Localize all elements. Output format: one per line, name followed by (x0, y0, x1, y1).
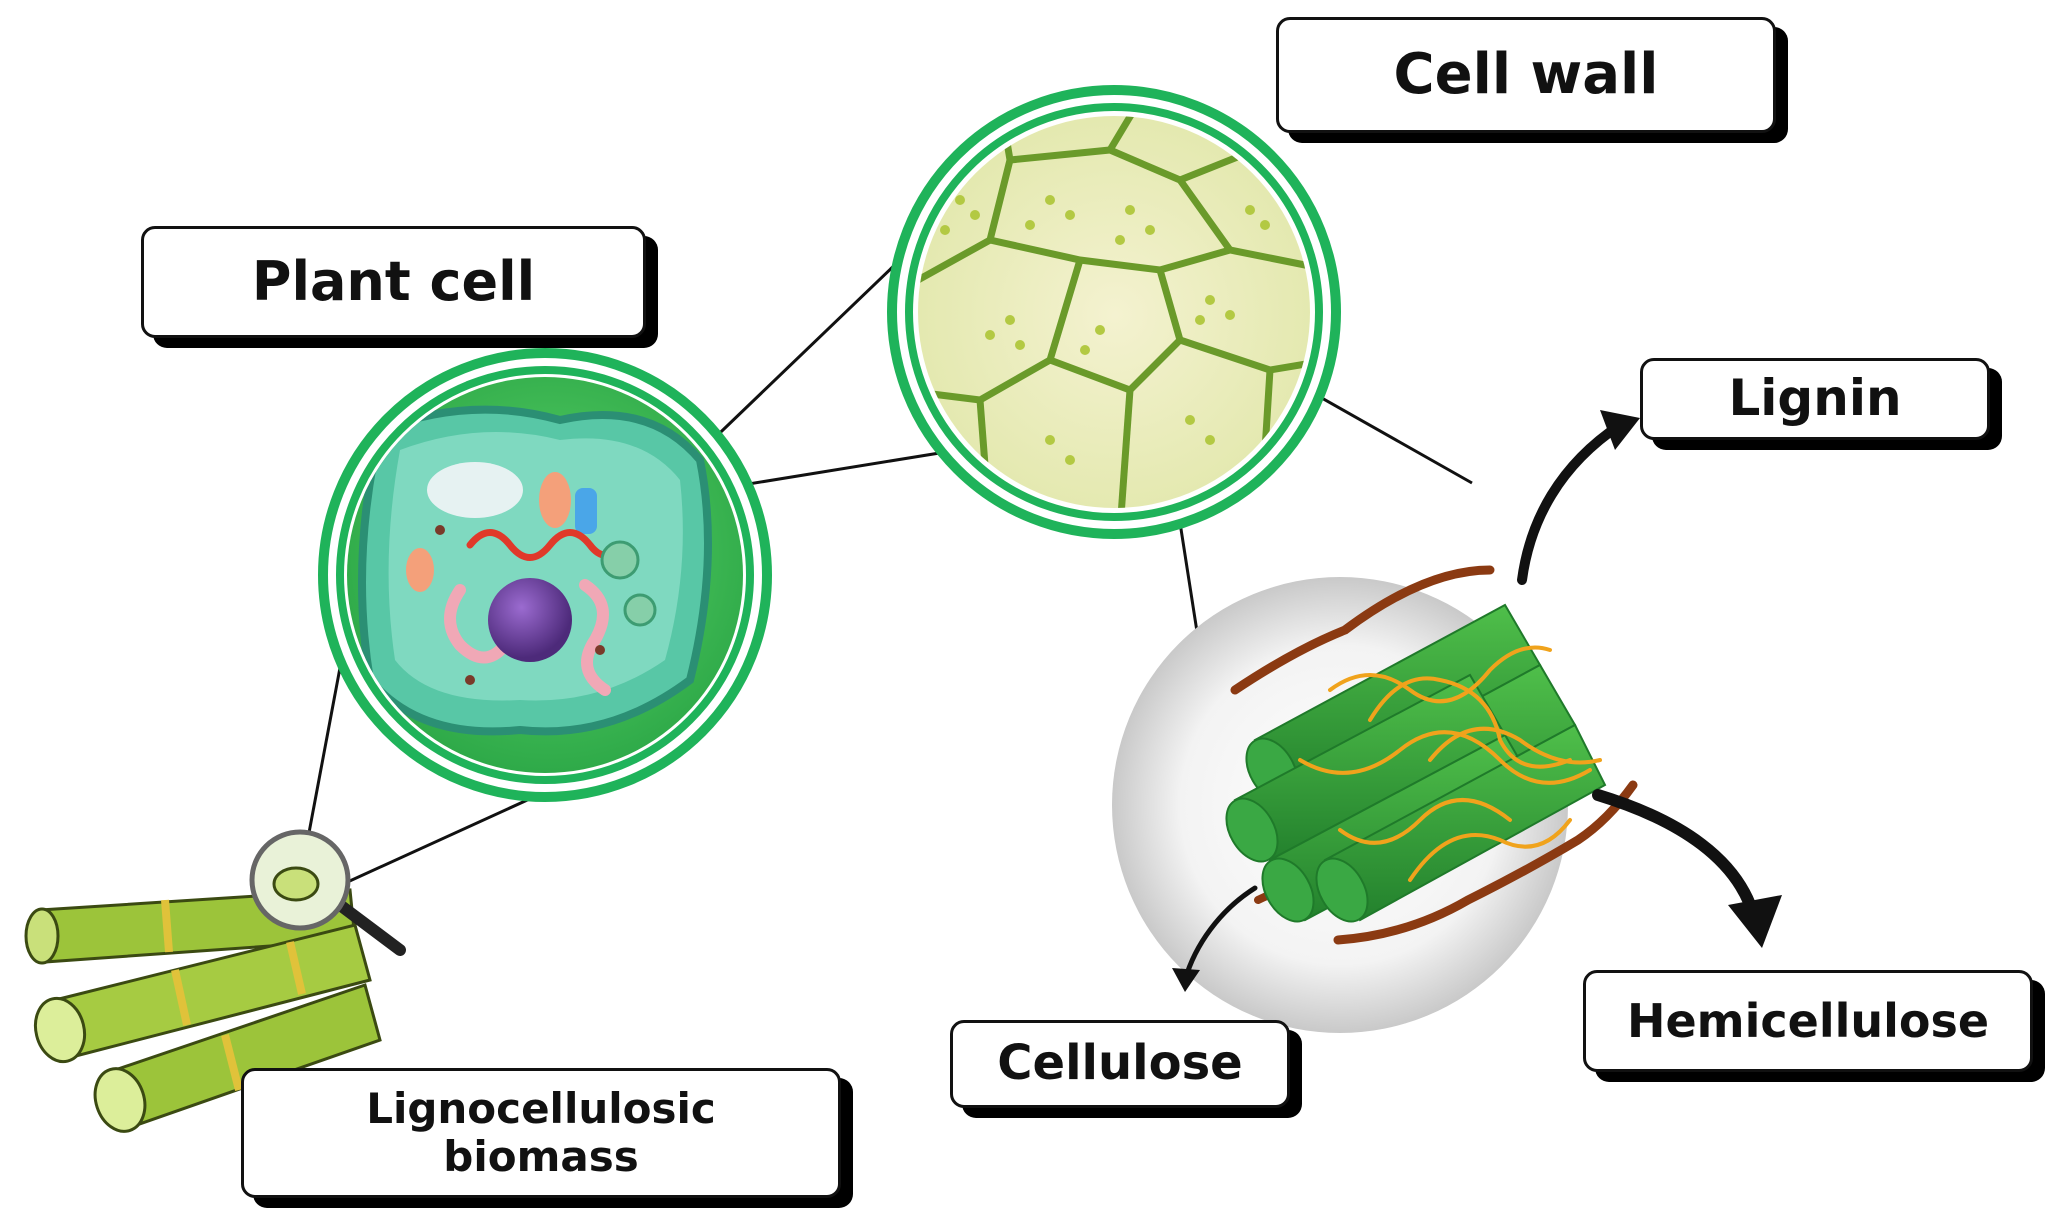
vacuole (427, 462, 523, 518)
lignin-arrow (1522, 425, 1620, 580)
biomass-text: Lignocellulosic biomass (366, 1085, 716, 1182)
cell-wall-image (892, 90, 1336, 534)
label-cell-wall: Cell wall (1276, 17, 1776, 133)
label-lignocellulosic-biomass: Lignocellulosic biomass (241, 1068, 841, 1198)
label-plant-cell: Plant cell (141, 226, 646, 338)
label-cellulose: Cellulose (950, 1020, 1290, 1108)
cell-wall-text: Cell wall (1394, 43, 1659, 107)
cellulose-text: Cellulose (997, 1036, 1242, 1091)
label-hemicellulose: Hemicellulose (1583, 970, 2033, 1072)
plant-cell-image (300, 330, 800, 830)
hemicellulose-arrow (1598, 795, 1755, 920)
plant-cell-text: Plant cell (252, 251, 535, 313)
hemicellulose-text: Hemicellulose (1627, 995, 1989, 1048)
nucleus (488, 578, 572, 662)
lignin-text: Lignin (1728, 370, 1901, 428)
label-lignin: Lignin (1640, 358, 1990, 440)
